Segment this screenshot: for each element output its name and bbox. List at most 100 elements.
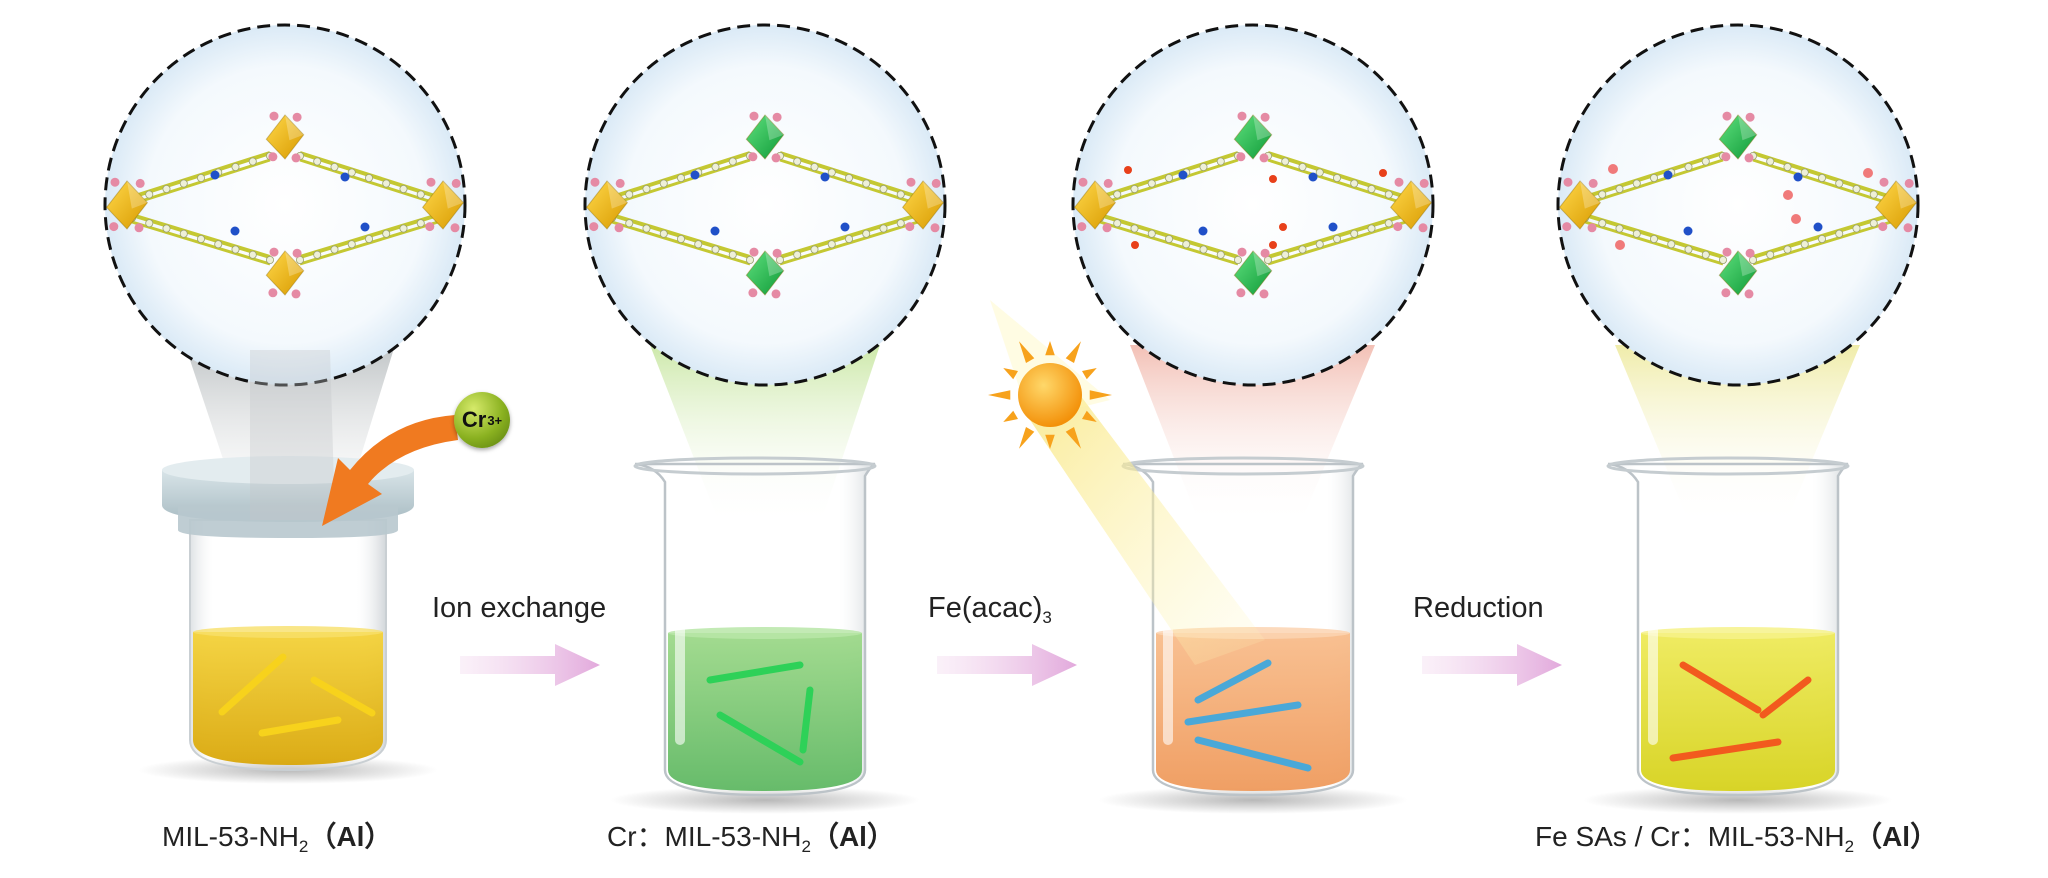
fe-species bbox=[1124, 166, 1132, 174]
metal-octahedron bbox=[1558, 177, 1602, 233]
organic-linker bbox=[1264, 213, 1411, 266]
step-fe-acac: Fe(acac)3 bbox=[928, 592, 1052, 628]
rod bbox=[218, 653, 287, 716]
fe-species bbox=[1269, 241, 1277, 249]
amine-nitrogen bbox=[710, 226, 720, 236]
organic-linker bbox=[1581, 213, 1728, 266]
fe-single-atom bbox=[1791, 214, 1801, 224]
organic-linker bbox=[1096, 213, 1243, 266]
organic-linker bbox=[295, 213, 442, 266]
sun-light bbox=[988, 300, 1265, 665]
organic-linker bbox=[1749, 213, 1896, 266]
jar-container bbox=[138, 350, 458, 784]
metal-octahedron bbox=[585, 177, 629, 233]
curved-arrow bbox=[322, 415, 458, 526]
metal-octahedron bbox=[1233, 111, 1273, 163]
metal-octahedron bbox=[745, 247, 785, 299]
metal-octahedron bbox=[1073, 177, 1117, 233]
fe-species bbox=[1379, 169, 1387, 177]
label-mil-prefix: MIL-53-NH bbox=[162, 821, 299, 852]
sun-ray bbox=[1019, 426, 1035, 449]
rod bbox=[258, 716, 342, 737]
rod bbox=[716, 711, 804, 766]
metal-octahedron bbox=[265, 111, 305, 163]
amine-nitrogen bbox=[1793, 172, 1803, 182]
step-ion-exchange: Ion exchange bbox=[432, 592, 607, 624]
fe-single-atom bbox=[1863, 168, 1873, 178]
process-arrow-1 bbox=[460, 644, 600, 686]
sun-ray bbox=[1081, 410, 1097, 422]
sun-ray bbox=[1089, 390, 1112, 400]
cr-symbol: Cr bbox=[461, 407, 487, 432]
rod bbox=[706, 661, 804, 684]
amine-nitrogen bbox=[1683, 226, 1693, 236]
fe-species bbox=[1279, 223, 1287, 231]
rod bbox=[1194, 736, 1312, 772]
sun-ray bbox=[1065, 341, 1081, 364]
label-fe-cr-mil-sub: 2 bbox=[1844, 837, 1855, 856]
organic-linker bbox=[1264, 151, 1411, 206]
rod bbox=[310, 676, 376, 717]
metal-octahedron bbox=[265, 247, 305, 299]
magnifier-bubble-4 bbox=[1556, 23, 1920, 387]
magnifier-bubble-1 bbox=[103, 23, 467, 387]
label-cr-mil-sub: 2 bbox=[801, 837, 811, 856]
fe-acac-text: Fe(acac) bbox=[928, 592, 1043, 624]
metal-octahedron bbox=[105, 177, 149, 233]
beaker-2 bbox=[610, 456, 920, 814]
organic-linker bbox=[127, 213, 274, 266]
step-reduction: Reduction bbox=[1413, 592, 1544, 624]
rod bbox=[1759, 676, 1812, 719]
amine-nitrogen bbox=[1813, 222, 1823, 232]
rod bbox=[1679, 661, 1762, 714]
amine-nitrogen bbox=[1663, 170, 1673, 180]
sun-ray bbox=[1065, 426, 1081, 449]
metal-octahedron bbox=[1874, 177, 1918, 233]
magnifier-bubble-2 bbox=[583, 23, 947, 387]
label-fe-cr-mil-suffix: （Al） bbox=[1854, 821, 1939, 852]
amine-nitrogen bbox=[820, 172, 830, 182]
fe-single-atom bbox=[1608, 164, 1618, 174]
sun-ray bbox=[1019, 341, 1035, 364]
label-mil-sub: 2 bbox=[298, 837, 309, 856]
organic-linker bbox=[1581, 151, 1728, 206]
organic-linker bbox=[776, 151, 923, 206]
label-mil-suffix: （Al） bbox=[308, 821, 393, 852]
sun-ray bbox=[1081, 368, 1097, 380]
rod bbox=[1184, 701, 1302, 726]
sun-ray bbox=[1003, 410, 1019, 422]
organic-linker bbox=[1749, 151, 1896, 206]
label-fe-cr-mil-prefix: Fe SAs / Cr：MIL-53-NH bbox=[1535, 821, 1845, 852]
light-beam bbox=[1030, 395, 1265, 665]
label-cr-mil-prefix: Cr：MIL-53-NH bbox=[607, 821, 802, 852]
amine-nitrogen bbox=[340, 172, 350, 182]
amine-nitrogen bbox=[1178, 170, 1188, 180]
metal-octahedron bbox=[1233, 247, 1273, 299]
beaker-4 bbox=[1583, 456, 1893, 814]
amine-nitrogen bbox=[360, 222, 370, 232]
fe-species bbox=[1269, 175, 1277, 183]
metal-octahedron bbox=[1718, 111, 1758, 163]
amine-nitrogen bbox=[210, 170, 220, 180]
label-mil: MIL-53-NH2（Al） bbox=[162, 815, 392, 857]
label-cr-mil-suffix: （Al） bbox=[810, 821, 895, 852]
sun-ray bbox=[1045, 434, 1055, 449]
amine-nitrogen bbox=[1198, 226, 1208, 236]
metal-octahedron bbox=[421, 177, 465, 233]
metal-octahedron bbox=[901, 177, 945, 233]
organic-linker bbox=[1096, 151, 1243, 206]
fe-acac-sub: 3 bbox=[1042, 608, 1052, 627]
metal-octahedron bbox=[745, 111, 785, 163]
amine-nitrogen bbox=[840, 222, 850, 232]
sun-ray bbox=[1045, 341, 1055, 356]
amine-nitrogen bbox=[690, 170, 700, 180]
liquid-yellow bbox=[193, 632, 383, 765]
beaker-liquid bbox=[668, 633, 862, 791]
amine-nitrogen bbox=[1328, 222, 1338, 232]
rod bbox=[1194, 659, 1272, 704]
cr-charge: 3+ bbox=[487, 412, 503, 428]
process-arrow-3 bbox=[1422, 644, 1562, 686]
rod bbox=[1669, 738, 1782, 762]
